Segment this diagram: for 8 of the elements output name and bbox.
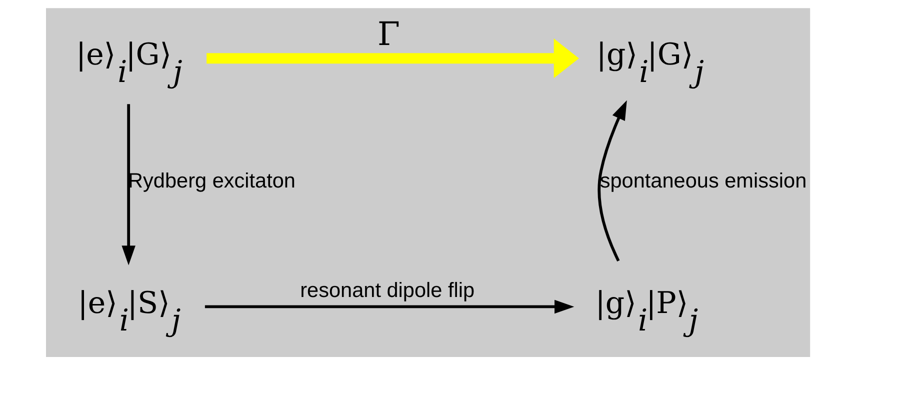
edge-label: resonant dipole flip: [300, 278, 474, 302]
edge-label: Γ: [377, 14, 400, 53]
arrow: [597, 100, 626, 262]
edge-label: spontaneous emission: [599, 170, 806, 193]
arrow: [204, 300, 574, 314]
arrow: [206, 38, 578, 78]
edge-label: Rydberg excitaton: [128, 170, 296, 193]
arrow: [121, 104, 135, 266]
